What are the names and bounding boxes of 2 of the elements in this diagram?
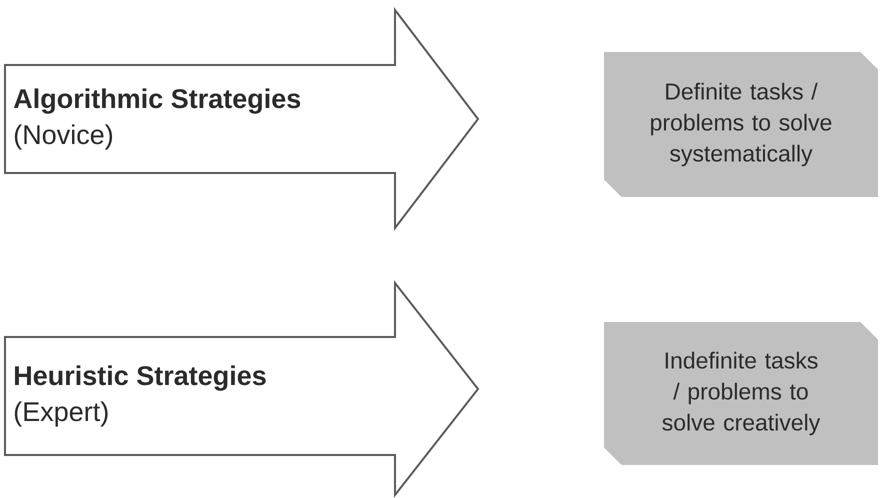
process-box: Definite tasks / problems to solve systematically bbox=[604, 52, 878, 197]
process-box: Indefinite tasks / problems to solve creatively bbox=[604, 322, 878, 465]
